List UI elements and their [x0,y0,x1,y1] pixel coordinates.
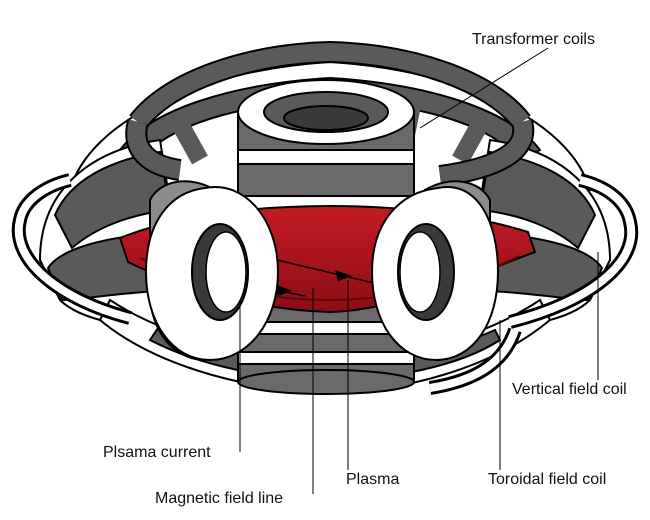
front-toroidal-coil-right [370,180,500,362]
label-magnetic-field-line: Magnetic field line [155,490,284,507]
vertical-field-coil-outer [11,173,639,395]
label-plasma-current: Plsama current [103,444,211,461]
label-plasma: Plasma [346,471,400,488]
label-transformer-coils: Transformer coils [472,31,595,48]
label-vertical-field-coil: Vertical field coil [512,381,627,398]
leader-transformer-coils [419,47,549,129]
callout-lines [239,47,599,494]
vertical-field-coil-top [125,40,535,187]
front-toroidal-coil-left [144,180,280,362]
label-toroidal-field-coil: Toroidal field coil [488,471,607,488]
